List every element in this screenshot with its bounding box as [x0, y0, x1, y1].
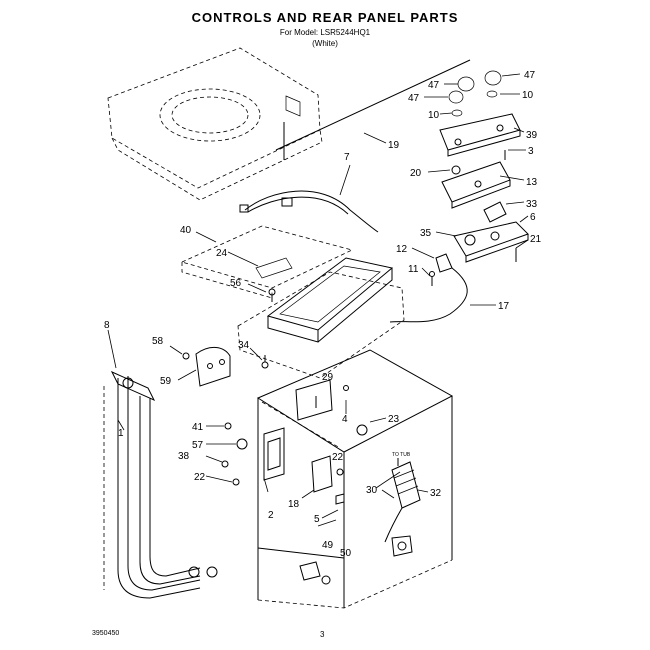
hardware [205, 422, 248, 486]
callout-5: 5 [314, 514, 320, 525]
callout-29: 29 [322, 372, 334, 383]
pump-assembly [356, 424, 421, 557]
callout-2: 2 [268, 510, 274, 521]
callout-23: 23 [388, 414, 400, 425]
leveling-feet [299, 519, 337, 585]
callout-6: 6 [530, 212, 536, 223]
callout-47: 47 [428, 80, 440, 91]
callout-4: 4 [342, 414, 348, 425]
callout-57: 57 [192, 440, 204, 451]
callout-10: 10 [522, 90, 534, 101]
pump-note: TO TUB [392, 452, 411, 458]
callout-21: 21 [530, 234, 542, 245]
page-title: CONTROLS AND REAR PANEL PARTS [191, 10, 459, 25]
callout-47: 47 [524, 70, 536, 81]
callout-22: 22 [332, 452, 344, 463]
callout-33: 33 [526, 199, 538, 210]
callout-58: 58 [152, 336, 164, 347]
callout-32: 32 [430, 488, 442, 499]
callout-12: 12 [396, 244, 408, 255]
control-bracket [429, 70, 529, 286]
variant-line: (White) [312, 39, 338, 48]
callout-19: 19 [388, 140, 400, 151]
wiring-bracket [295, 379, 349, 421]
leader-lines [263, 73, 529, 519]
callout-17: 17 [498, 301, 510, 312]
callout-7: 7 [344, 152, 350, 163]
callout-56: 56 [230, 278, 242, 289]
callout-35: 35 [420, 228, 432, 239]
callout-8: 8 [104, 320, 110, 331]
callout-40: 40 [180, 225, 192, 236]
part-number: 3950450 [92, 630, 120, 637]
wire-harness [239, 164, 379, 233]
callout-3: 3 [528, 146, 534, 157]
access-panel [263, 427, 285, 481]
inlet-bracket [169, 345, 231, 387]
callout-labels: 47 47 47 10 10 39 3 19 20 13 7 33 6 40 2… [104, 70, 542, 559]
callout-11: 11 [408, 264, 419, 275]
cord [389, 267, 496, 323]
model-line: For Model: LSR5244HQ1 [279, 28, 371, 37]
callout-47: 47 [408, 93, 420, 104]
callout-24: 24 [216, 248, 228, 259]
callout-1: 1 [118, 428, 124, 439]
callout-38: 38 [178, 451, 190, 462]
inlet-hoses [103, 329, 218, 599]
callout-49: 49 [322, 540, 334, 551]
callout-18: 18 [288, 499, 300, 510]
console-panel [180, 225, 354, 299]
switch [311, 455, 345, 505]
callout-22: 22 [194, 472, 206, 483]
cabinet [256, 349, 454, 609]
callout-30: 30 [366, 485, 378, 496]
callout-13: 13 [526, 177, 538, 188]
control-housing [237, 257, 405, 379]
callout-34: 34 [238, 340, 250, 351]
top-cover [107, 47, 471, 201]
callout-20: 20 [410, 168, 422, 179]
callout-10: 10 [428, 110, 440, 121]
callout-59: 59 [160, 376, 172, 387]
callout-41: 41 [192, 422, 204, 433]
callout-39: 39 [526, 130, 538, 141]
page-number: 3 [320, 630, 325, 639]
callout-50: 50 [340, 548, 352, 559]
